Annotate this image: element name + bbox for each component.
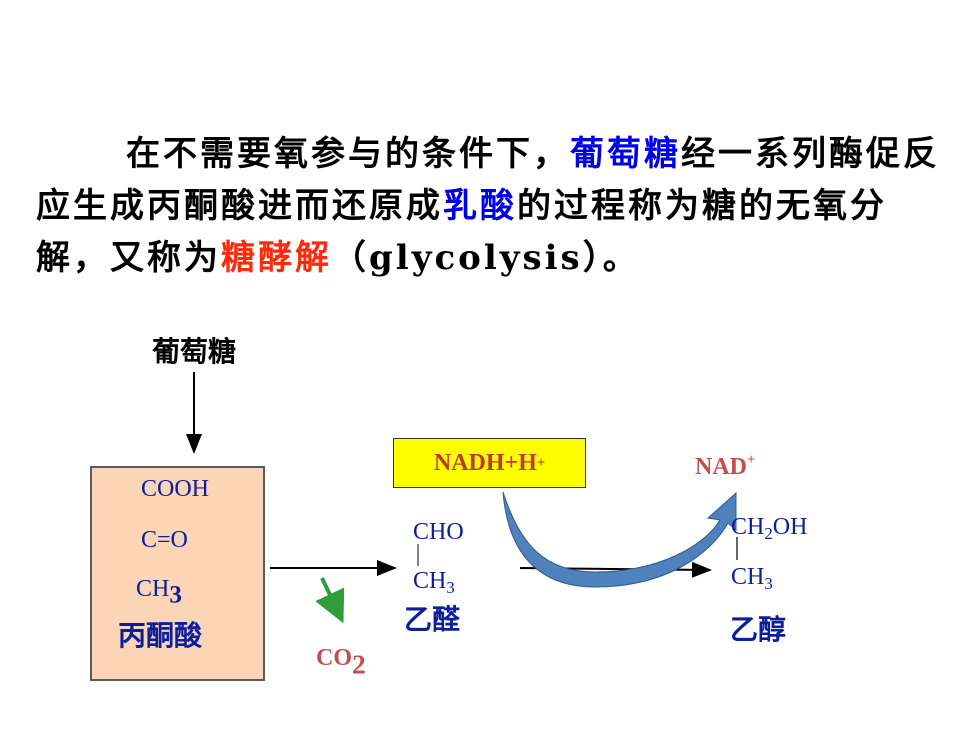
glycolysis-term: 糖酵解 <box>221 238 332 278</box>
intro-text-1: 在不需要氧参与的条件下， <box>126 134 570 174</box>
acetaldehyde-ch: CH <box>413 568 447 594</box>
glucose-label: 葡萄糖 <box>152 335 237 368</box>
acetaldehyde-name: 乙醛 <box>404 603 461 636</box>
co2-text: CO <box>316 645 352 671</box>
acetaldehyde-ch-sub: 3 <box>446 578 455 598</box>
ethanol-ch-sub: 2 <box>764 524 773 544</box>
ethanol-ch3-ch: CH <box>731 564 765 590</box>
ethanol-ch3: CH3 <box>731 564 773 594</box>
co2-release-arrow <box>315 577 345 624</box>
acetaldehyde-cho: CHO <box>413 519 464 545</box>
nadh-sup: + <box>536 454 546 471</box>
intro-text-4: （glycolysis）。 <box>332 238 640 278</box>
glucose-term: 葡萄糖 <box>570 134 681 174</box>
nad-text: NAD <box>695 454 747 481</box>
ethanol-oh: OH <box>772 514 808 540</box>
ethanol-ch: CH <box>731 514 765 540</box>
pyruvate-name: 丙酮酸 <box>118 619 203 652</box>
pyruvate-ch3: CH3 <box>136 576 182 609</box>
pyruvate-co: C=O <box>141 527 188 553</box>
acetaldehyde-ch3: CH3 <box>413 568 455 598</box>
ethanol-ch2oh: CH2OH <box>731 514 807 544</box>
intro-paragraph: 在不需要氧参与的条件下，葡萄糖经一系列酶促反应生成丙酮酸进而还原成乳酸的过程称为… <box>36 128 956 284</box>
lactate-term: 乳酸 <box>443 186 517 226</box>
co2-label: CO2 <box>316 645 366 680</box>
nad-label: NAD+ <box>695 452 755 481</box>
nadh-text: NADH+H <box>433 449 537 476</box>
co2-sub: 2 <box>352 648 366 680</box>
intro-text-2: 经一系列酶促反应生成丙酮酸进而还原成 <box>36 134 940 226</box>
ethanol-ch3-sub: 3 <box>764 574 773 594</box>
intro-text-3: 的过程称为糖的无氧分解，又称为 <box>36 186 887 278</box>
pyruvate-cooh: COOH <box>141 476 210 502</box>
nadh-box: NADH+H+ <box>393 438 586 488</box>
pyruvate-ch-sub: 3 <box>169 581 182 609</box>
pyruvate-ch: CH <box>136 576 170 602</box>
nad-sup: + <box>747 452 756 468</box>
pyruvate-box <box>90 466 265 681</box>
nadh-to-nad-curved-arrow <box>502 491 737 588</box>
ethanol-name: 乙醇 <box>730 613 787 646</box>
